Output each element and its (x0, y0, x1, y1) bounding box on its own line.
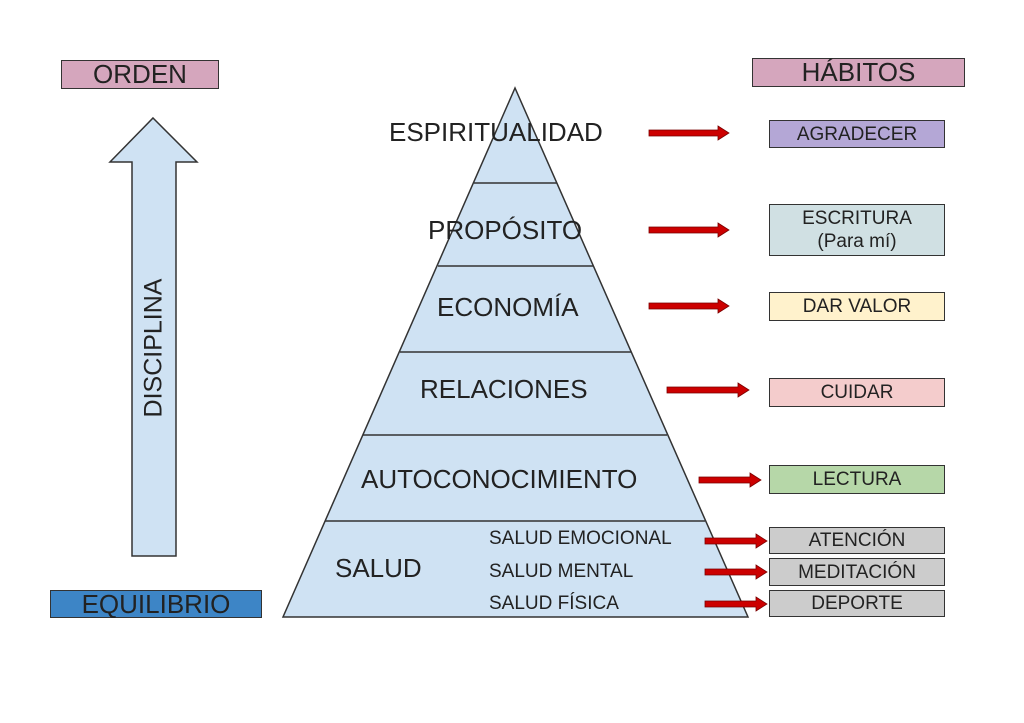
habit-label: ESCRITURA (802, 208, 912, 229)
equilibrio-box: EQUILIBRIO (50, 588, 262, 619)
habit-box-deporte: DEPORTE (769, 590, 945, 617)
level-label-proposito: PROPÓSITO (428, 215, 583, 245)
level-label-economia: ECONOMÍA (437, 292, 579, 322)
habit-box-cuidar: CUIDAR (769, 378, 945, 407)
connector-arrow (666, 382, 750, 398)
sub-label-salud-emocional: SALUD EMOCIONAL (489, 528, 672, 549)
connector-arrow (704, 564, 768, 580)
connector-arrow (704, 596, 768, 612)
habit-label: AGRADECER (796, 123, 918, 145)
discipline-arrow (108, 116, 199, 557)
equilibrio-label: EQUILIBRIO (81, 588, 231, 619)
level-label-relaciones: RELACIONES (420, 374, 588, 404)
habit-label: ATENCIÓN (808, 530, 906, 551)
habit-box-meditacion: MEDITACIÓN (769, 558, 945, 586)
habit-box-escritura: ESCRITURA (Para mí) (769, 204, 945, 256)
orden-label: ORDEN (93, 59, 187, 89)
habit-label: DEPORTE (811, 593, 903, 614)
disciplina-label: DISCIPLINA (139, 278, 168, 418)
habit-box-agradecer: AGRADECER (769, 120, 945, 148)
habit-box-lectura: LECTURA (769, 465, 945, 494)
sub-label-salud-fisica: SALUD FÍSICA (489, 593, 619, 614)
level-label-espiritualidad: ESPIRITUALIDAD (389, 117, 603, 147)
connector-arrow (704, 533, 768, 549)
sub-label-salud-mental: SALUD MENTAL (489, 561, 634, 582)
habit-box-dar-valor: DAR VALOR (769, 292, 945, 321)
habit-box-atencion: ATENCIÓN (769, 527, 945, 554)
habit-label: CUIDAR (820, 382, 894, 403)
habitos-label: HÁBITOS (801, 57, 916, 87)
connector-arrow (648, 125, 730, 141)
connector-arrow (648, 222, 730, 238)
connector-arrow (698, 472, 762, 488)
habit-label: MEDITACIÓN (798, 561, 916, 583)
habit-sublabel: (Para mí) (817, 231, 897, 252)
level-label-autoconocimiento: AUTOCONOCIMIENTO (361, 464, 638, 494)
level-label-salud: SALUD (335, 553, 422, 583)
connector-arrow (648, 298, 730, 314)
habitos-header: HÁBITOS (752, 57, 965, 87)
habit-label: LECTURA (812, 469, 902, 490)
habit-label: DAR VALOR (802, 296, 912, 317)
connector-arrows (648, 125, 768, 612)
orden-box: ORDEN (61, 59, 219, 89)
